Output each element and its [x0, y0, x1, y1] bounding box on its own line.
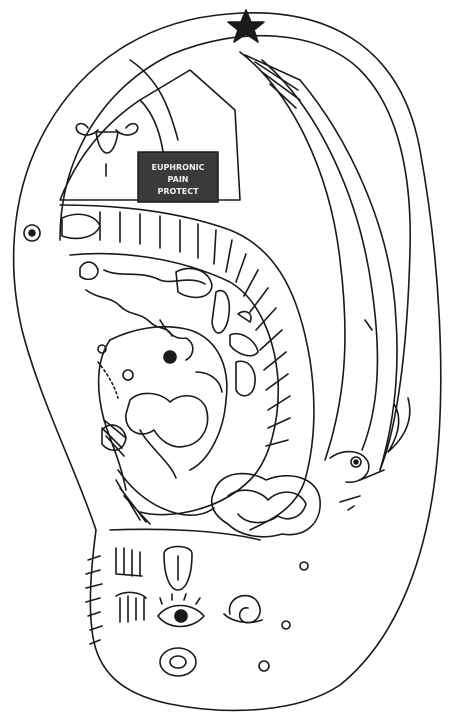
- eye-icon: [158, 594, 204, 627]
- antihelix-fold-2: [262, 60, 377, 450]
- heart-point-icon: [164, 351, 176, 363]
- ear-canal-stroke: [330, 452, 369, 483]
- label-box: EUPHRONIC PAIN PROTECT: [138, 152, 218, 202]
- label-box-line-1: EUPHRONIC: [151, 163, 204, 172]
- vertebrae: [62, 212, 290, 446]
- antihelix-fold-1: [240, 52, 345, 460]
- helix-rim: [60, 36, 410, 470]
- colon-wavy: [86, 290, 172, 336]
- tragus: [99, 340, 126, 490]
- teeth-icon: [86, 556, 102, 644]
- label-box-line-2: PAIN: [168, 175, 189, 184]
- uterus-icon: [76, 124, 137, 176]
- intestine-line: [104, 270, 205, 284]
- ear-cochlea-icon: [229, 596, 260, 623]
- lung-heart-region: [110, 327, 227, 470]
- lung-lobes: [126, 393, 208, 446]
- kidney-shape: [80, 262, 98, 279]
- label-box-line-3: PROTECT: [157, 187, 199, 196]
- liver-shape: [212, 291, 229, 333]
- tonsil-icon: [160, 648, 196, 676]
- point-marker-icon: [24, 225, 40, 241]
